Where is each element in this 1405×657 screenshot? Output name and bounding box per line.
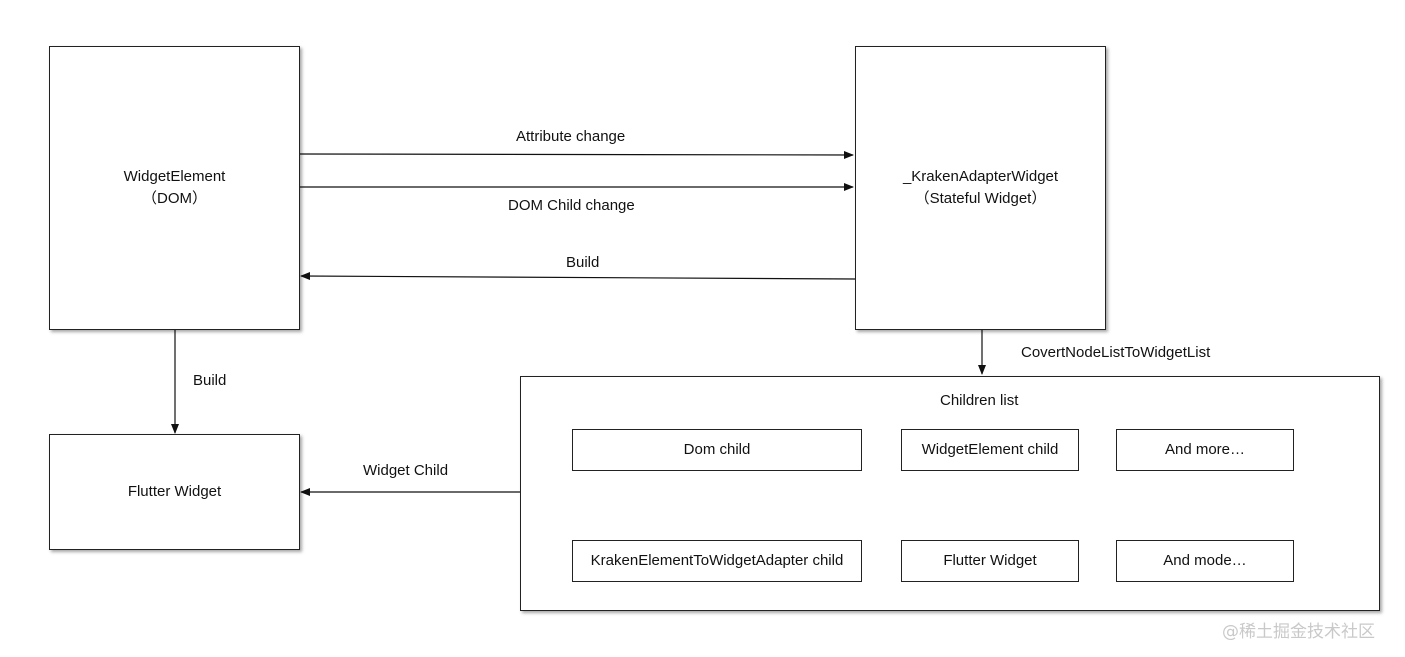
dom-child-change-label: DOM Child change: [508, 197, 635, 214]
widget-element-box: WidgetElement （DOM）: [49, 46, 300, 330]
watermark: @稀土掘金技术社区: [1222, 622, 1375, 642]
and-mode-box: And mode…: [1116, 540, 1294, 582]
kraken-to-widget-child-label: KrakenElementToWidgetAdapter child: [590, 552, 844, 569]
flutter-widget-box: Flutter Widget: [49, 434, 300, 550]
attribute-change-label: Attribute change: [516, 128, 626, 145]
widget-child-label: Widget Child: [363, 462, 449, 479]
build-back-arrow: [300, 272, 856, 281]
children-list-title: Children list: [940, 392, 1019, 409]
widget-element-child-box: WidgetElement child: [901, 429, 1079, 471]
child-flutter-widget-label: Flutter Widget: [943, 552, 1037, 569]
and-mode-label: And mode…: [1163, 552, 1247, 569]
and-more-label: And more…: [1164, 441, 1246, 458]
dom-child-box: Dom child: [572, 429, 862, 471]
dom-child-label: Dom child: [683, 441, 751, 458]
build-down-label: Build: [193, 372, 227, 389]
widget-element-subtitle: （DOM）: [142, 190, 207, 207]
widget-element-title: WidgetElement: [123, 168, 226, 185]
kraken-adapter-box: _KrakenAdapterWidget （Stateful Widget）: [855, 46, 1106, 330]
build-back-label: Build: [566, 254, 600, 271]
kraken-to-widget-child-box: KrakenElementToWidgetAdapter child: [572, 540, 862, 582]
flutter-widget-title: Flutter Widget: [127, 483, 222, 500]
kraken-adapter-title: _KrakenAdapterWidget: [902, 168, 1059, 185]
covert-label: CovertNodeListToWidgetList: [1021, 344, 1211, 361]
kraken-adapter-subtitle: （Stateful Widget）: [914, 190, 1047, 207]
widget-element-child-label: WidgetElement child: [921, 441, 1059, 458]
child-flutter-widget-box: Flutter Widget: [901, 540, 1079, 582]
and-more-box: And more…: [1116, 429, 1294, 471]
attribute-change-arrow: [299, 150, 854, 159]
